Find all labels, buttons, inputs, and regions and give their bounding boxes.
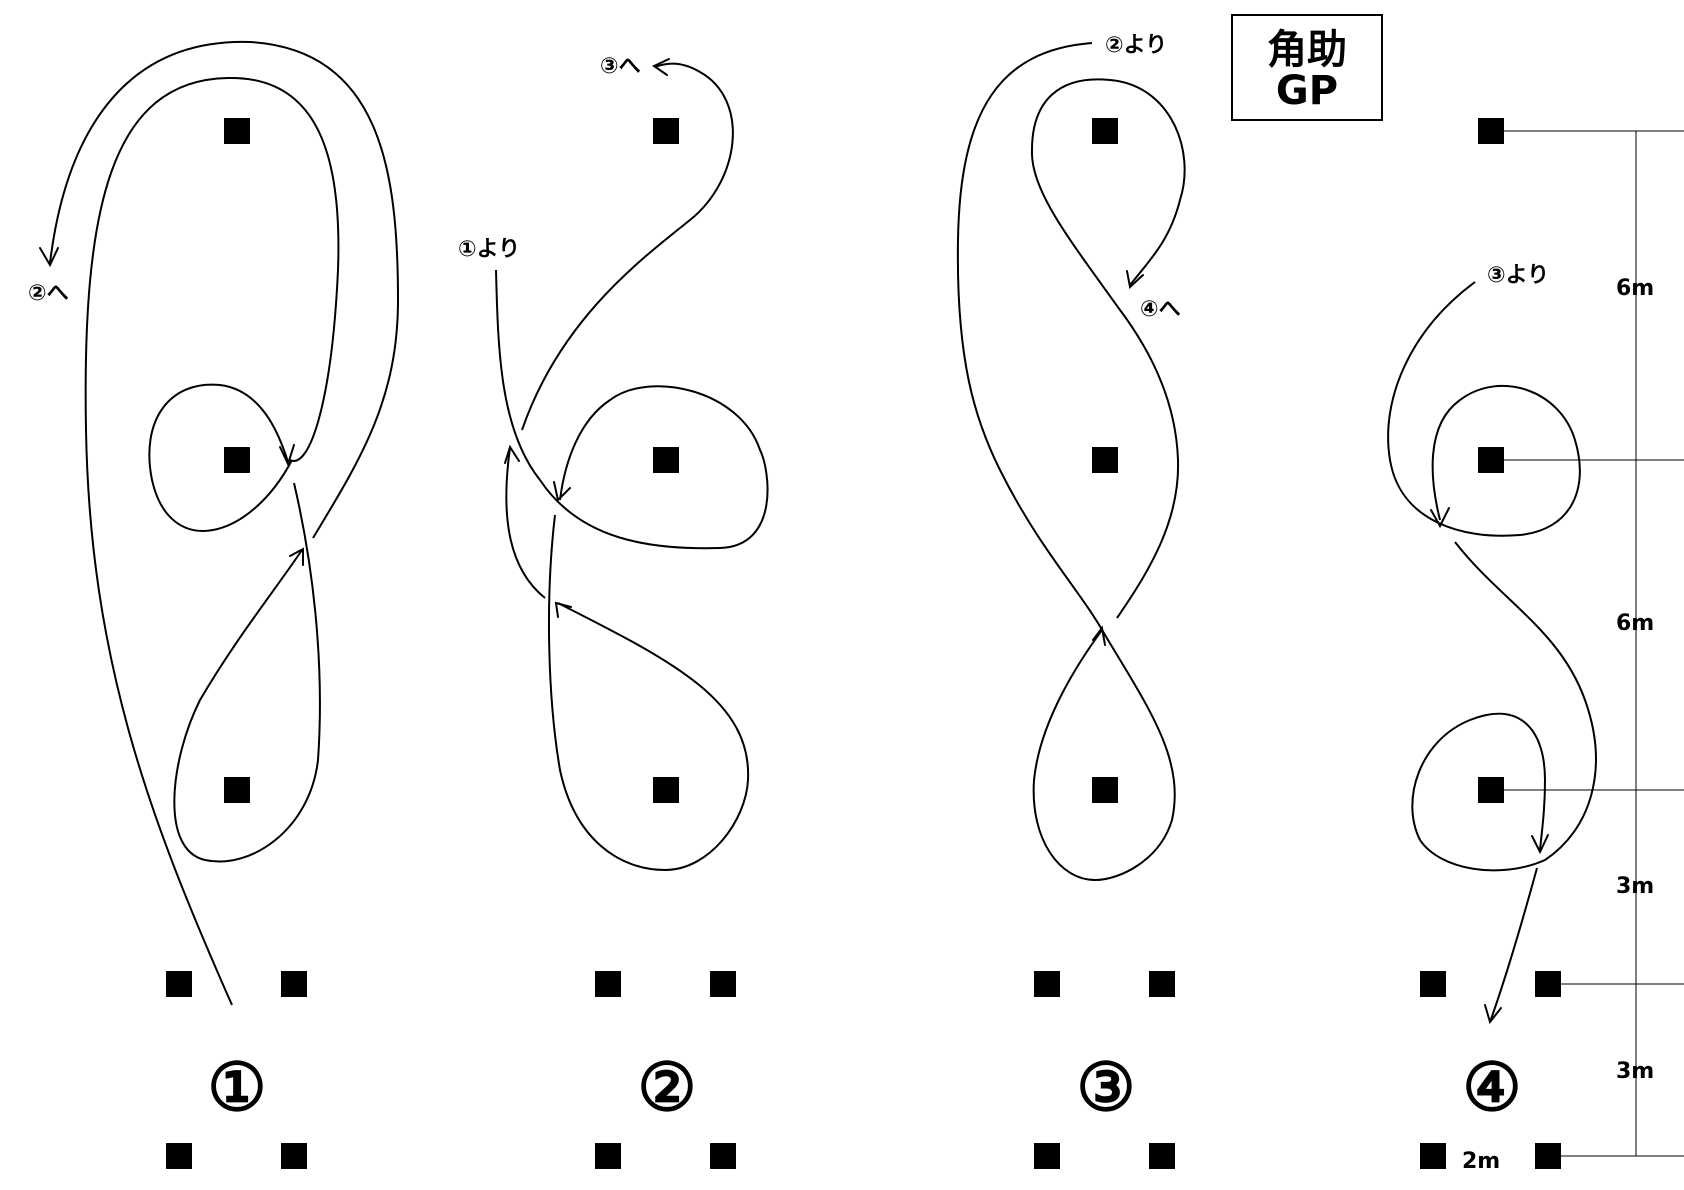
route-path [956,42,1186,882]
route-note: ①より [458,237,520,262]
route-path [495,58,769,872]
title-box: 角助 GP [1231,14,1383,121]
cone-marker [1478,777,1504,803]
cone-marker [1092,447,1118,473]
cone-markers [1034,118,1175,1169]
cone-marker [1478,447,1504,473]
cone-marker [1478,118,1504,144]
cone-marker [1149,971,1175,997]
cone-marker [1535,971,1561,997]
cone-marker [1092,777,1118,803]
route-note: ④へ [1140,297,1181,322]
cone-markers [595,118,736,1169]
diagram-number: ③ [1076,1048,1135,1126]
route-path [39,40,400,1006]
cone-marker [1535,1143,1561,1169]
diagram-1: ②へ ① [28,40,400,1169]
cone-marker [224,447,250,473]
cone-marker [1034,971,1060,997]
cone-marker [1092,118,1118,144]
cone-marker [710,971,736,997]
cone-marker [653,777,679,803]
cone-marker [653,447,679,473]
diagram-4: ③より ④ [1387,118,1597,1169]
route-note: ③より [1487,263,1549,288]
cone-marker [1149,1143,1175,1169]
cone-marker [281,971,307,997]
cone-markers [166,118,307,1169]
dimension-lines: 6m 6m 3m 3m 2m [1462,130,1684,1174]
diagram-number: ④ [1462,1048,1521,1126]
route-note: ②へ [28,281,69,306]
cone-marker [595,1143,621,1169]
title-line-2: GP [1276,68,1338,114]
diagram-3: ②より ④へ ③ [956,33,1186,1169]
cone-marker [653,118,679,144]
dimension-label: 6m [1616,611,1654,636]
cone-marker [281,1143,307,1169]
diagram-number: ① [207,1048,266,1126]
dimension-label: 3m [1616,874,1654,899]
cone-marker [1420,971,1446,997]
cone-marker [166,971,192,997]
dimension-label: 2m [1462,1149,1500,1174]
route-path [1387,281,1597,1025]
cone-markers [1420,118,1561,1169]
cone-marker [1420,1143,1446,1169]
dimension-label: 3m [1616,1059,1654,1084]
dimension-label: 6m [1616,276,1654,301]
cone-marker [166,1143,192,1169]
diagram-number: ② [637,1048,696,1126]
cone-marker [710,1143,736,1169]
cone-marker [224,777,250,803]
cone-marker [1034,1143,1060,1169]
route-note: ②より [1105,33,1167,58]
route-note: ③へ [600,54,641,79]
cone-marker [595,971,621,997]
diagram-2: ①より ③へ ② [458,54,769,1169]
cone-marker [224,118,250,144]
title-line-1: 角助 [1267,27,1347,73]
